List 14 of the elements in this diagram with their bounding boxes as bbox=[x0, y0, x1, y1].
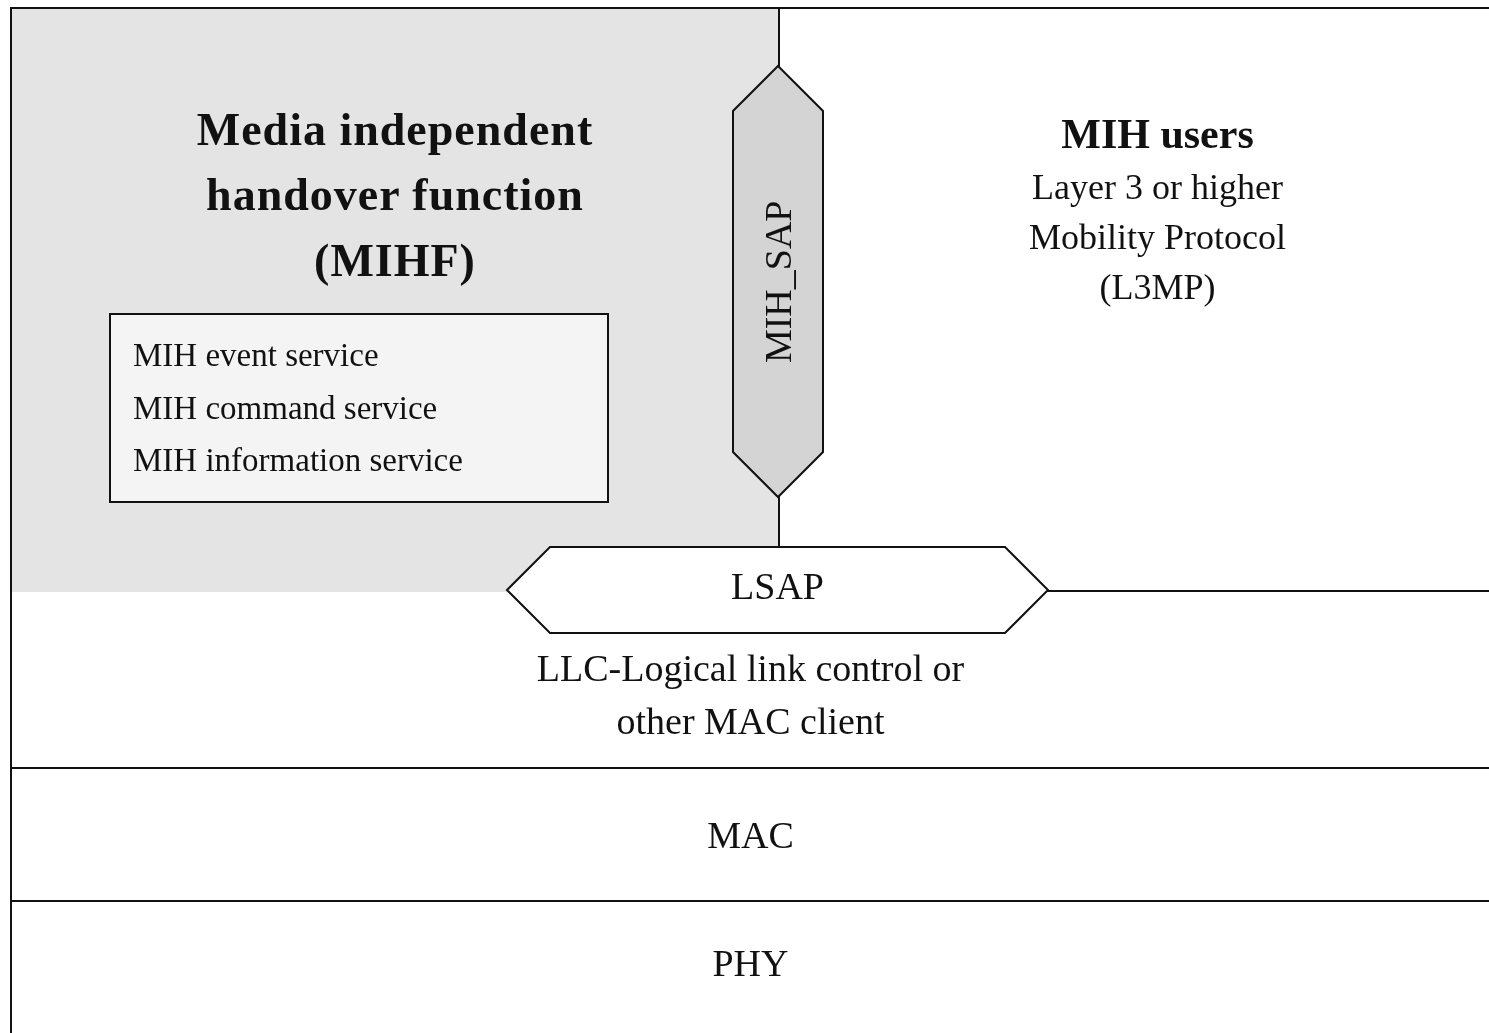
panel-text: Layer 3 or higher Mobility Protocol (L3MP) bbox=[1028, 165, 1287, 310]
panel-heading: MIH users bbox=[1061, 110, 1254, 159]
panel-heading: Media independent handover function (MIHF) bbox=[195, 103, 595, 288]
service-item: MIH command service bbox=[133, 388, 438, 428]
service-item: MIH information service bbox=[133, 441, 463, 481]
sap-label: MIH_SAP bbox=[755, 200, 800, 363]
layer-label: PHY bbox=[712, 940, 789, 986]
service-item: MIH event service bbox=[133, 335, 379, 375]
service-list-box bbox=[109, 313, 609, 503]
layer-label: MAC bbox=[707, 812, 794, 858]
layer-band bbox=[10, 900, 1489, 1033]
sap-label: LSAP bbox=[731, 564, 824, 610]
layer-band bbox=[10, 767, 1489, 902]
layer-label: LLC-Logical link control or other MAC client bbox=[535, 646, 966, 745]
